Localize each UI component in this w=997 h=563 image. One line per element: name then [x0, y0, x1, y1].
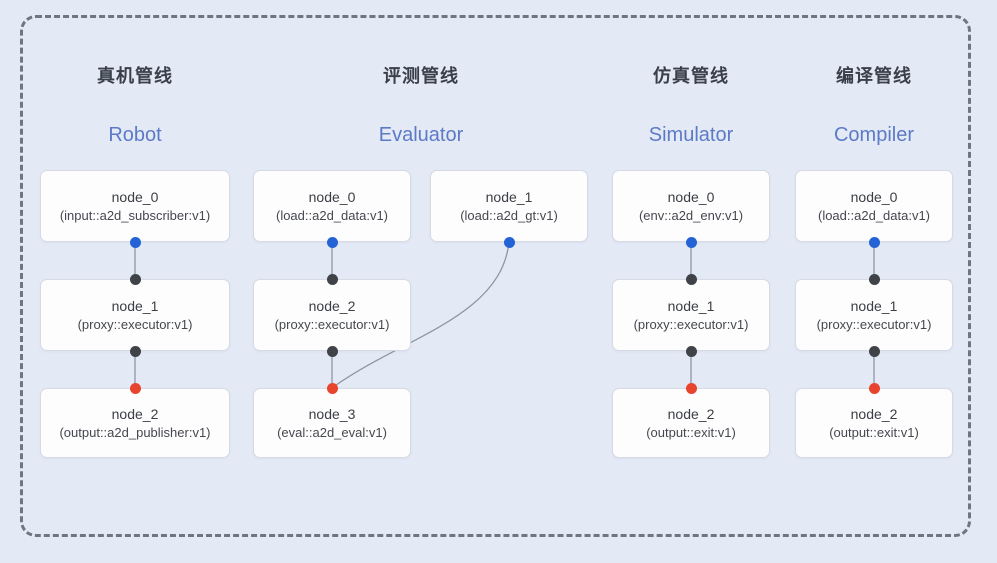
simulator-pipeline-title-en: Simulator: [648, 124, 734, 146]
simulator-node-2-input-port-dot: [685, 382, 697, 394]
evaluator-node-2: node_2 (proxy::executor:v1): [253, 279, 411, 351]
compiler-node-2-input-port-dot: [868, 382, 880, 394]
evaluator-pipeline-title-zh: 评测管线: [383, 66, 459, 86]
simulator-node-0-output-port-dot: [685, 236, 697, 248]
evaluator-node-0-output-port-dot: [326, 236, 338, 248]
node-name: node_2: [667, 406, 715, 422]
node-type: (proxy::executor:v1): [816, 317, 932, 332]
simulator-node-1-input-port-dot: [685, 273, 697, 285]
node-name: node_1: [667, 298, 715, 314]
simulator-node-2: node_2 (output::exit:v1): [612, 388, 770, 458]
robot-pipeline-title-en: Robot: [108, 124, 162, 146]
compiler-pipeline-title-en: Compiler: [833, 124, 915, 146]
node-name: node_2: [850, 406, 898, 422]
robot-node-2: node_2 (output::a2d_publisher:v1): [40, 388, 230, 458]
robot-node-1-input-port-dot: [129, 273, 141, 285]
evaluator-node-1: node_1 (load::a2d_gt:v1): [430, 170, 588, 242]
simulator-node-0: node_0 (env::a2d_env:v1): [612, 170, 770, 242]
node-type: (proxy::executor:v1): [274, 317, 390, 332]
compiler-node-1: node_1 (proxy::executor:v1): [795, 279, 953, 351]
compiler-node-0: node_0 (load::a2d_data:v1): [795, 170, 953, 242]
evaluator-pipeline-title-en: Evaluator: [378, 124, 464, 146]
simulator-node-1: node_1 (proxy::executor:v1): [612, 279, 770, 351]
node-name: node_1: [850, 298, 898, 314]
compiler-node-0-output-port-dot: [868, 236, 880, 248]
robot-node-0: node_0 (input::a2d_subscriber:v1): [40, 170, 230, 242]
simulator-node-1-output-port-dot: [685, 345, 697, 357]
robot-pipeline-title-zh: 真机管线: [97, 66, 173, 86]
node-name: node_0: [850, 189, 898, 205]
evaluator-node-3: node_3 (eval::a2d_eval:v1): [253, 388, 411, 458]
node-name: node_0: [308, 189, 356, 205]
node-name: node_1: [111, 298, 159, 314]
node-type: (output::a2d_publisher:v1): [59, 425, 211, 440]
robot-node-1-output-port-dot: [129, 345, 141, 357]
node-type: (eval::a2d_eval:v1): [277, 425, 387, 440]
evaluator-node-3-input-port-dot: [326, 382, 338, 394]
robot-node-2-input-port-dot: [129, 382, 141, 394]
node-type: (load::a2d_data:v1): [817, 208, 931, 223]
compiler-node-2: node_2 (output::exit:v1): [795, 388, 953, 458]
edge-evaluator-n1-n3-curve: [331, 241, 510, 389]
evaluator-node-1-output-port-dot: [503, 236, 515, 248]
compiler-node-1-output-port-dot: [868, 345, 880, 357]
node-type: (input::a2d_subscriber:v1): [59, 208, 211, 223]
node-type: (proxy::executor:v1): [77, 317, 193, 332]
compiler-pipeline-title-zh: 编译管线: [836, 66, 912, 86]
node-name: node_0: [667, 189, 715, 205]
node-type: (env::a2d_env:v1): [638, 208, 744, 223]
node-type: (load::a2d_data:v1): [275, 208, 389, 223]
evaluator-node-2-output-port-dot: [326, 345, 338, 357]
node-name: node_1: [485, 189, 533, 205]
evaluator-node-0: node_0 (load::a2d_data:v1): [253, 170, 411, 242]
robot-node-1: node_1 (proxy::executor:v1): [40, 279, 230, 351]
simulator-pipeline-title-zh: 仿真管线: [653, 66, 729, 86]
node-name: node_3: [308, 406, 356, 422]
node-type: (output::exit:v1): [829, 425, 919, 440]
robot-node-0-output-port-dot: [129, 236, 141, 248]
node-name: node_2: [111, 406, 159, 422]
node-name: node_0: [111, 189, 159, 205]
node-type: (output::exit:v1): [646, 425, 736, 440]
node-name: node_2: [308, 298, 356, 314]
compiler-node-1-input-port-dot: [868, 273, 880, 285]
node-type: (proxy::executor:v1): [633, 317, 749, 332]
node-type: (load::a2d_gt:v1): [460, 208, 558, 223]
evaluator-node-2-input-port-dot: [326, 273, 338, 285]
